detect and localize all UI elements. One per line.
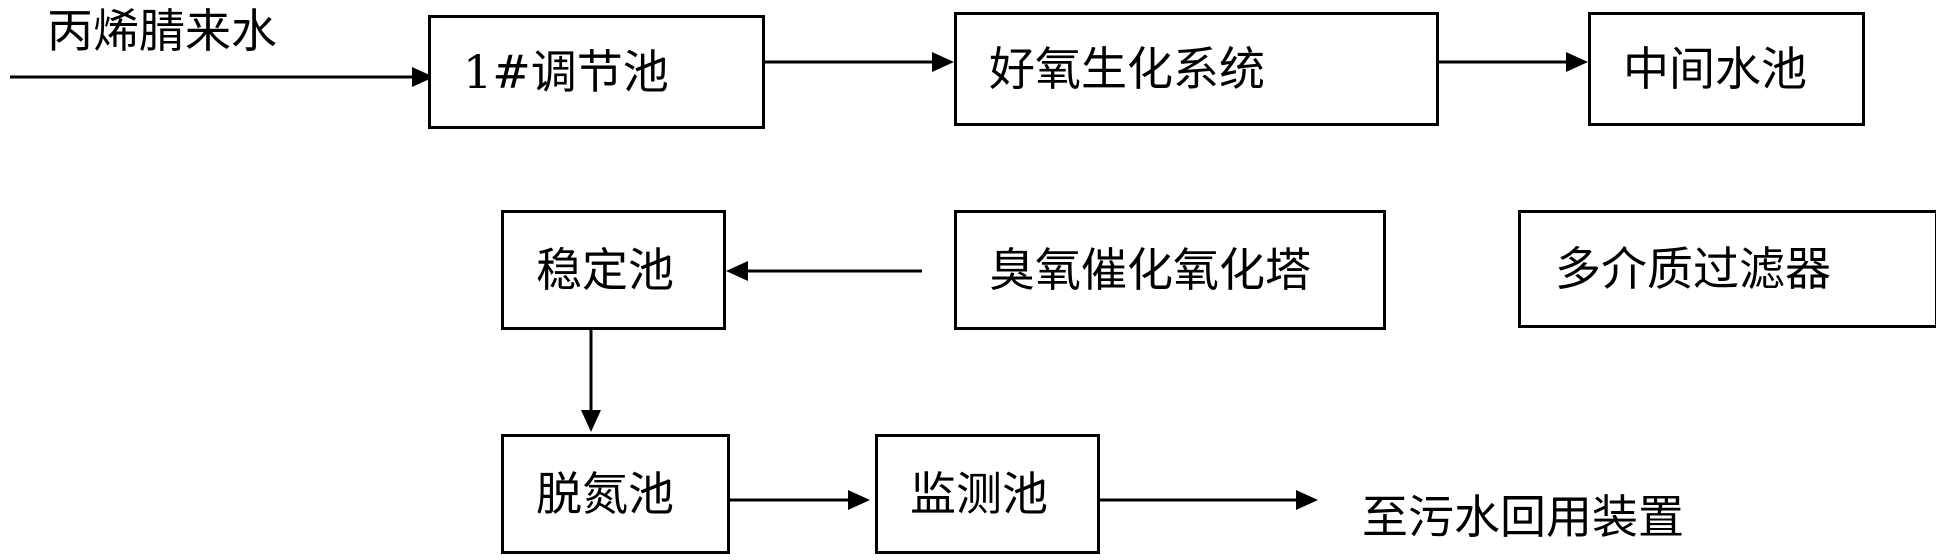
monitoring-pool-node: 监测池 [875, 434, 1100, 554]
arrow-regulating-to-aerobic [765, 52, 954, 72]
stabilization-pool-node: 稳定池 [501, 210, 726, 330]
stabilization-pool-label: 稳定池 [536, 243, 674, 297]
arrow-stabilization-to-denitrification [581, 330, 601, 432]
ozone-tower-node: 臭氧催化氧化塔 [954, 210, 1386, 330]
arrow-ozone-to-stabilization [726, 261, 922, 281]
arrow-aerobic-to-intermediate [1439, 52, 1588, 72]
output-label: 至污水回用装置 [1362, 490, 1684, 544]
intermediate-pool-node: 中间水池 [1588, 12, 1865, 126]
aerobic-system-label: 好氧生化系统 [989, 42, 1265, 96]
monitoring-pool-label: 监测池 [910, 467, 1048, 521]
denitrification-pool-node: 脱氮池 [501, 434, 730, 554]
input-label: 丙烯腈来水 [47, 4, 277, 58]
denitrification-pool-label: 脱氮池 [536, 467, 674, 521]
aerobic-system-node: 好氧生化系统 [954, 12, 1439, 126]
regulating-tank-label: 1#调节池 [463, 45, 669, 99]
arrow-denitrification-to-monitoring [730, 490, 870, 510]
arrow-input-to-regulating-tank [10, 67, 434, 87]
multimedia-filter-node: 多介质过滤器 [1518, 210, 1936, 328]
arrow-monitoring-to-output [1100, 490, 1318, 510]
regulating-tank-node: 1#调节池 [428, 15, 765, 129]
intermediate-pool-label: 中间水池 [1623, 42, 1807, 96]
multimedia-filter-label: 多介质过滤器 [1555, 242, 1831, 296]
ozone-tower-label: 臭氧催化氧化塔 [989, 243, 1311, 297]
